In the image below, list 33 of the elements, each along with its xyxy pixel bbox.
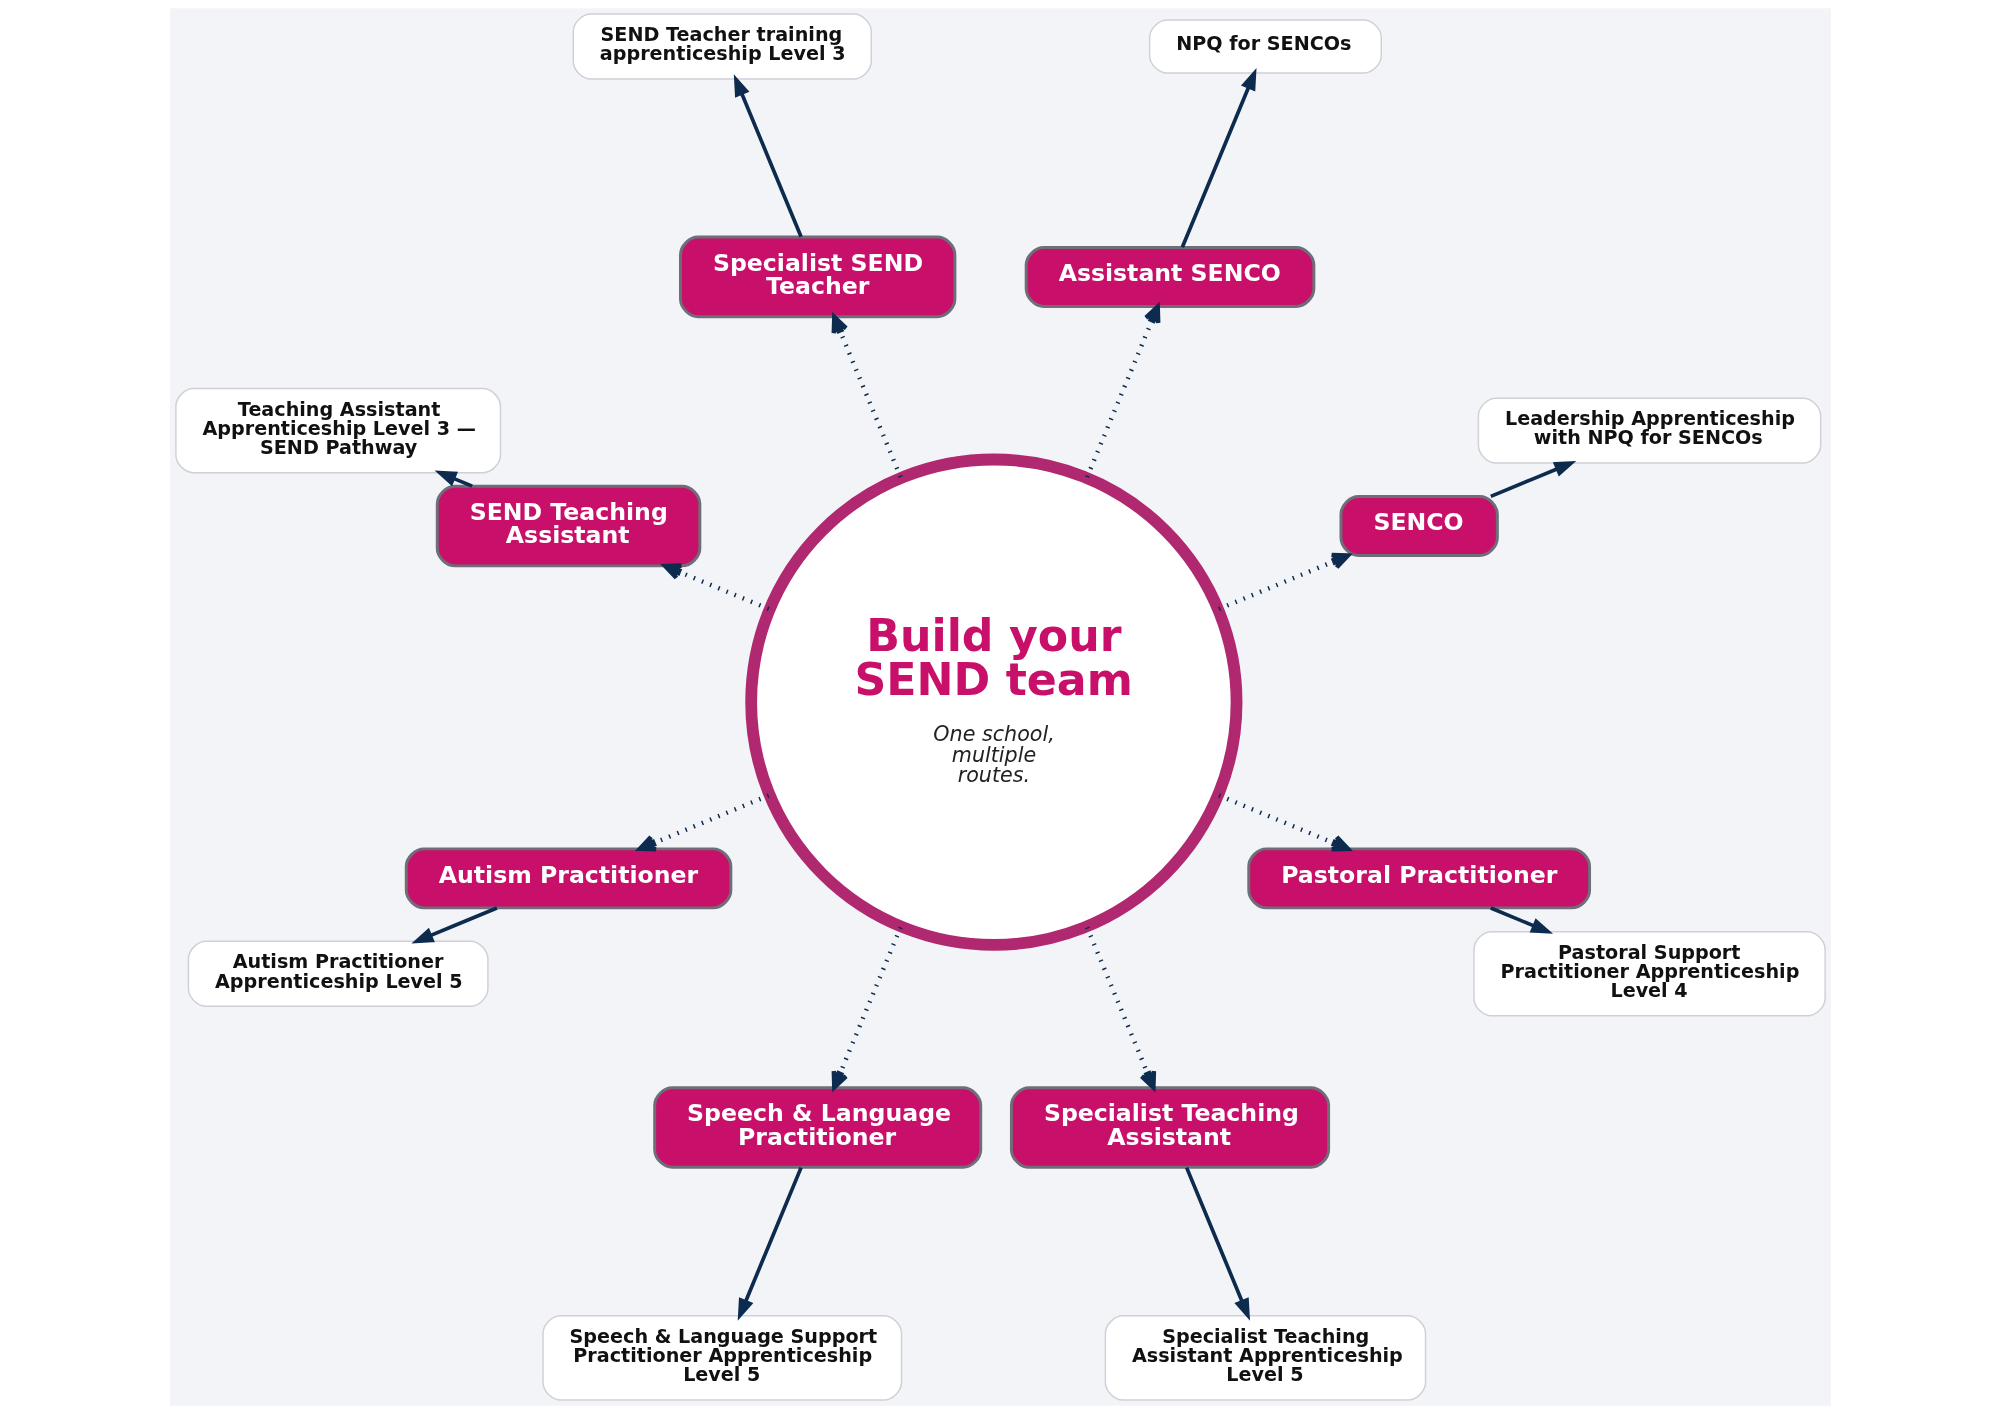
node-box: Specialist Teaching Assistant bbox=[1009, 1086, 1330, 1169]
arrow bbox=[1217, 793, 1350, 852]
arrow bbox=[1489, 460, 1576, 499]
arrow bbox=[1489, 906, 1553, 934]
node-box: Pastoral Practitioner bbox=[1246, 847, 1591, 910]
node-box: Autism Practitioner bbox=[404, 847, 732, 910]
node-box: Speech & Language Support Practitioner Apprenticeship Level 5 bbox=[541, 1315, 902, 1401]
node-box: SEND Teacher training apprenticeship Level 3 bbox=[572, 13, 872, 80]
node-box: NPQ for SENCOs bbox=[1148, 19, 1382, 74]
arrow bbox=[1084, 304, 1160, 478]
node-box: SEND Teaching Assistant bbox=[435, 484, 701, 568]
node-box: Specialist Teaching Assistant Apprenticeship Level 5 bbox=[1104, 1315, 1426, 1401]
node-box: Pastoral Support Practitioner Apprenticeship Level 4 bbox=[1472, 931, 1826, 1017]
arrow bbox=[1180, 68, 1257, 248]
node-box: SENCO bbox=[1339, 495, 1499, 558]
node-circle: Build your SEND team One school, multiple routes. bbox=[744, 453, 1242, 951]
arrow bbox=[1084, 926, 1156, 1090]
node-box: Specialist SEND Teacher bbox=[678, 235, 956, 319]
arrow bbox=[434, 470, 473, 488]
arrow bbox=[410, 906, 498, 944]
node-box: Leadership Apprenticeship with NPQ for SENCOs bbox=[1477, 397, 1821, 464]
arrow bbox=[733, 74, 803, 238]
arrow bbox=[831, 314, 903, 478]
node-box: Assistant SENCO bbox=[1024, 245, 1315, 308]
node-box: Speech & Language Practitioner bbox=[652, 1086, 982, 1169]
arrow bbox=[737, 1166, 803, 1321]
arrow bbox=[1184, 1166, 1250, 1321]
arrow bbox=[662, 563, 770, 611]
arrow bbox=[637, 793, 770, 852]
node-box: Autism Practitioner Apprenticeship Level 5 bbox=[187, 940, 489, 1007]
arrow bbox=[1217, 552, 1350, 611]
node-box: Teaching Assistant Apprenticeship Level 3 — SEND Pathway bbox=[174, 387, 501, 474]
arrow bbox=[831, 926, 903, 1090]
